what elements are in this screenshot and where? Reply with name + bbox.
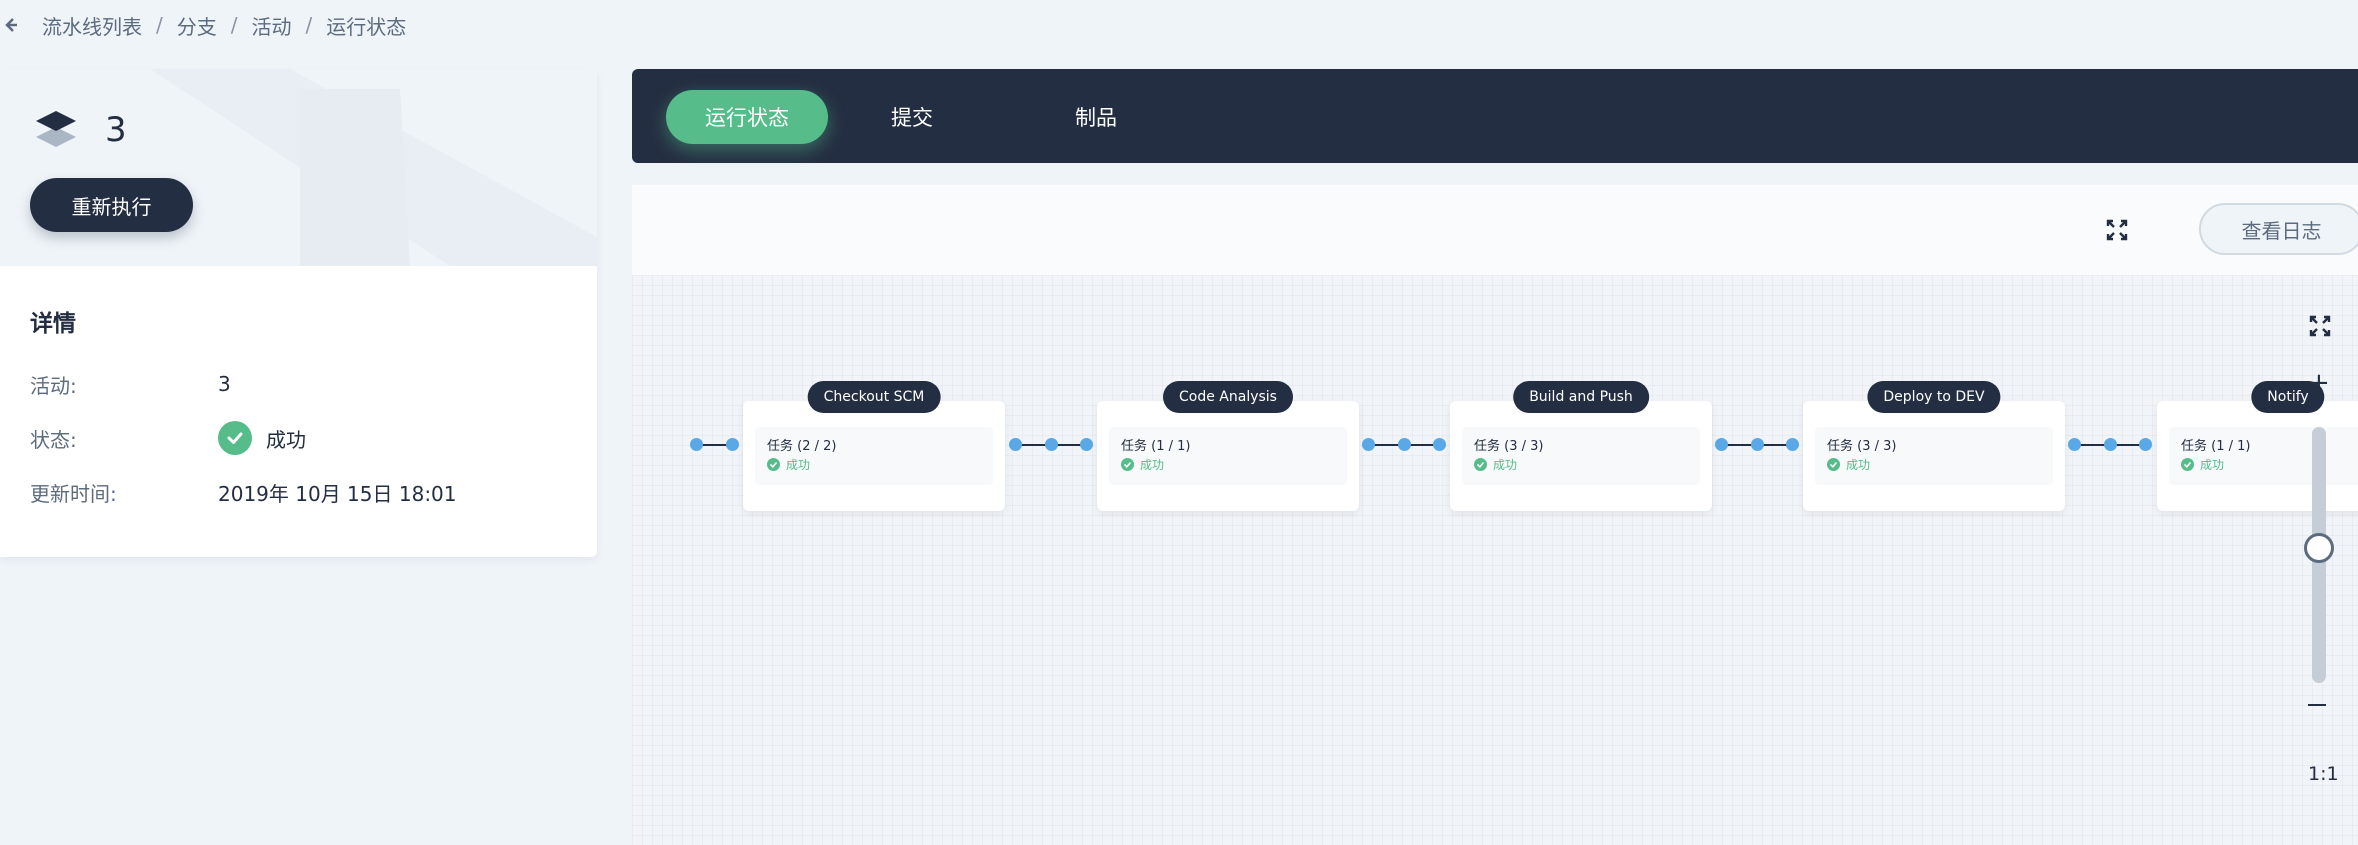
breadcrumb-run-status: 运行状态 (326, 14, 407, 39)
activity-value: 3 (218, 372, 231, 396)
breadcrumb: 流水线列表 / 分支 / 活动 / 运行状态 (0, 8, 406, 42)
view-log-button[interactable]: 查看日志 (2199, 203, 2358, 255)
task-status: 成功 (2181, 456, 2224, 473)
stage-card-build-and-push[interactable]: 任务 (3 / 3) 成功 (1450, 401, 1712, 511)
task-count: 任务 (3 / 3) (1827, 439, 1897, 454)
stage-label-build-and-push[interactable]: Build and Push (1513, 381, 1649, 413)
breadcrumb-pipelines[interactable]: 流水线列表 (42, 14, 142, 39)
run-detail-card: 3 重新执行 详情 活动: 3 状态: 成功 更新时间: 2019年 10月 1… (0, 69, 597, 557)
expand-icon[interactable] (2106, 219, 2130, 243)
task-count: 任务 (2 / 2) (767, 439, 837, 454)
task-status-text: 成功 (786, 458, 811, 472)
pipeline-run-icon (36, 111, 76, 147)
activity-row: 活动: 3 (30, 367, 231, 401)
status-row: 状态: 成功 (30, 421, 306, 455)
stage-card-code-analysis[interactable]: 任务 (1 / 1) 成功 (1097, 401, 1359, 511)
tab-artifacts[interactable]: 制品 (1075, 106, 1117, 130)
status-label: 状态: (30, 427, 77, 452)
task-summary[interactable]: 任务 (3 / 3) 成功 (1462, 427, 1700, 485)
task-status: 成功 (767, 456, 810, 473)
success-check-icon (2181, 458, 2194, 471)
success-check-icon (218, 421, 252, 455)
updated-label: 更新时间: (30, 481, 117, 506)
success-check-icon (1121, 458, 1134, 471)
breadcrumb-activity[interactable]: 活动 (251, 14, 292, 39)
stage-label-code-analysis[interactable]: Code Analysis (1163, 381, 1293, 413)
task-summary[interactable]: 任务 (3 / 3) 成功 (1815, 427, 2053, 485)
pipeline-connector (696, 444, 736, 446)
zoom-in-button[interactable]: + (2308, 368, 2330, 398)
stage-exit-node (1009, 438, 1022, 451)
panel-toolbar: 查看日志 (632, 185, 2358, 275)
task-count: 任务 (3 / 3) (1474, 439, 1544, 454)
stage-label-notify[interactable]: Notify (2251, 381, 2325, 413)
breadcrumb-branch[interactable]: 分支 (176, 14, 217, 39)
tab-run-status[interactable]: 运行状态 (666, 90, 828, 144)
stage-junction-node (1398, 438, 1411, 451)
header-decoration (150, 69, 597, 266)
task-status: 成功 (1121, 456, 1164, 473)
stage-exit-node (1362, 438, 1375, 451)
stage-label-deploy-to-dev[interactable]: Deploy to DEV (1867, 381, 2001, 413)
task-count: 任务 (1 / 1) (2181, 439, 2251, 454)
task-status-text: 成功 (1846, 458, 1871, 472)
details-title: 详情 (30, 311, 76, 337)
task-status-text: 成功 (2200, 458, 2225, 472)
pipeline-panel: 查看日志 任务 (2 / 2) 成功 Checkout SCM (632, 185, 2358, 845)
stage-card-checkout-scm[interactable]: 任务 (2 / 2) 成功 (743, 401, 1005, 511)
task-count: 任务 (1 / 1) (1121, 439, 1191, 454)
stage-card-deploy-to-dev[interactable]: 任务 (3 / 3) 成功 (1803, 401, 2065, 511)
fullscreen-icon[interactable] (2309, 315, 2333, 339)
tab-commits[interactable]: 提交 (891, 106, 933, 130)
stage-card-notify[interactable]: 任务 (1 / 1) 成功 (2157, 401, 2358, 511)
stage-entry-node (1786, 438, 1799, 451)
breadcrumb-separator: / (230, 13, 238, 37)
activity-label: 活动: (30, 373, 77, 398)
stage-exit-node (1715, 438, 1728, 451)
task-status: 成功 (1827, 456, 1870, 473)
task-status: 成功 (1474, 456, 1517, 473)
success-check-icon (767, 458, 780, 471)
success-check-icon (1827, 458, 1840, 471)
tab-bar: 运行状态 提交 制品 (632, 69, 2358, 163)
status-value-wrap: 成功 (218, 421, 306, 455)
status-value: 成功 (266, 427, 306, 452)
stage-exit-node (2068, 438, 2081, 451)
run-header: 3 重新执行 (0, 69, 597, 266)
stage-label-checkout-scm[interactable]: Checkout SCM (807, 381, 941, 413)
task-status-text: 成功 (1140, 458, 1165, 472)
back-arrow-icon[interactable] (0, 14, 22, 36)
task-summary[interactable]: 任务 (1 / 1) 成功 (1109, 427, 1347, 485)
stage-entry-node (726, 438, 739, 451)
task-summary[interactable]: 任务 (2 / 2) 成功 (755, 427, 993, 485)
stage-entry-node (1433, 438, 1446, 451)
stage-junction-node (1045, 438, 1058, 451)
task-summary[interactable]: 任务 (1 / 1) 成功 (2169, 427, 2358, 485)
zoom-reset-button[interactable]: 1:1 (2308, 763, 2339, 785)
success-check-icon (1474, 458, 1487, 471)
stage-junction-node (2104, 438, 2117, 451)
rerun-button[interactable]: 重新执行 (30, 178, 193, 232)
zoom-out-button[interactable] (2308, 704, 2326, 706)
pipeline-start-node (690, 438, 703, 451)
updated-row: 更新时间: 2019年 10月 15日 18:01 (30, 475, 457, 509)
stage-entry-node (1080, 438, 1093, 451)
breadcrumb-separator: / (156, 13, 163, 37)
run-number: 3 (105, 110, 127, 150)
stage-entry-node (2139, 438, 2152, 451)
task-status-text: 成功 (1493, 458, 1518, 472)
breadcrumb-separator: / (305, 13, 313, 37)
updated-value: 2019年 10月 15日 18:01 (218, 481, 457, 506)
zoom-slider-handle[interactable] (2304, 533, 2334, 563)
stage-junction-node (1751, 438, 1764, 451)
